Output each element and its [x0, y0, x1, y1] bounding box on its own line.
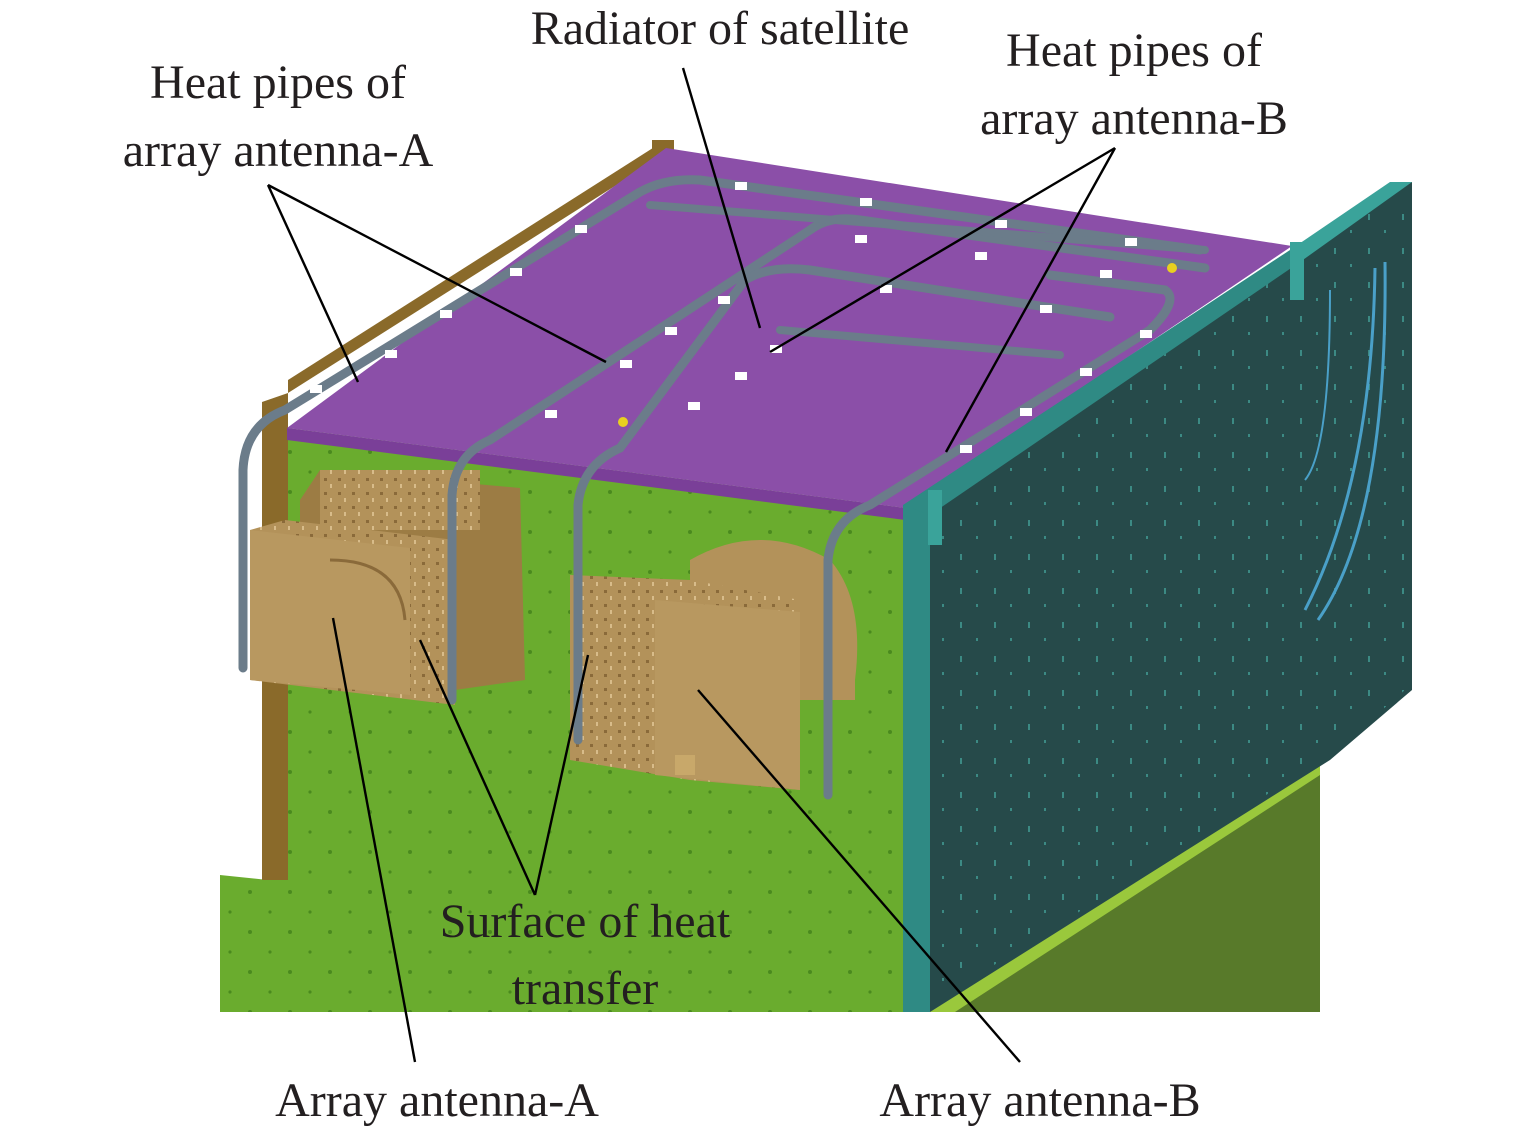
- leader-surface-1: [418, 639, 537, 896]
- label-heat-pipes-a-line1: Heat pipes of: [150, 56, 406, 109]
- label-antenna-b: Array antenna-B: [879, 1074, 1200, 1127]
- label-antenna-a: Array antenna-A: [275, 1074, 599, 1127]
- brown-frame-top: [288, 146, 656, 393]
- antenna-a-arc: [329, 558, 407, 621]
- heat-pipe-b-inner: [573, 264, 1115, 745]
- label-heat-pipes-b-line1: Heat pipes of: [1006, 24, 1262, 77]
- antenna-a-face: [250, 530, 410, 695]
- leader-radiator: [681, 67, 762, 329]
- heat-pipe-a-outer: [238, 175, 1205, 673]
- leader-heat-pipes-a-1: [266, 184, 360, 383]
- heat-pipe-straight: [646, 201, 1209, 254]
- satellite-model: [220, 140, 1412, 1012]
- label-heat-pipes-a-line2: array antenna-A: [123, 124, 434, 177]
- heat-pipe-straight: [776, 326, 1064, 359]
- panel-curve: [1304, 289, 1331, 481]
- panel-rim-top2: [1290, 182, 1412, 262]
- radiator-marker: [618, 417, 628, 427]
- label-heat-pipes-b-line2: array antenna-B: [980, 92, 1288, 145]
- leader-heat-pipes-b-1: [769, 146, 1116, 354]
- radiator-marker: [1167, 263, 1177, 273]
- array-antenna-b: [570, 540, 858, 790]
- panel-tab-left: [928, 490, 942, 545]
- leader-heat-pipes-a-2: [267, 183, 607, 364]
- array-antenna-a: [250, 470, 525, 705]
- label-surface-line2: transfer: [512, 962, 659, 1015]
- dark-side-panel-dots: [930, 190, 1405, 1005]
- panel-rim-left: [903, 500, 930, 1012]
- leader-lines: [266, 67, 1117, 1063]
- panel-curve: [1316, 261, 1387, 621]
- label-surface-line1: Surface of heat: [440, 895, 731, 948]
- radiator-front-edge: [287, 428, 905, 520]
- panel-curve: [1303, 267, 1377, 611]
- panel-rim-top: [903, 250, 1300, 515]
- antenna-b-face: [655, 600, 800, 790]
- labels: Radiator of satellite Heat pipes of arra…: [123, 2, 1288, 1127]
- leader-surface-2: [533, 654, 590, 896]
- label-radiator: Radiator of satellite: [531, 2, 910, 55]
- leader-antenna-a: [331, 617, 417, 1063]
- leader-heat-pipes-b-2: [944, 147, 1117, 453]
- leader-antenna-b: [697, 689, 1021, 1063]
- antenna-b-foot: [675, 755, 695, 775]
- heat-pipes: [238, 175, 1210, 800]
- panel-tab-right: [1290, 242, 1304, 300]
- heat-pipe-b-outer: [823, 270, 1175, 800]
